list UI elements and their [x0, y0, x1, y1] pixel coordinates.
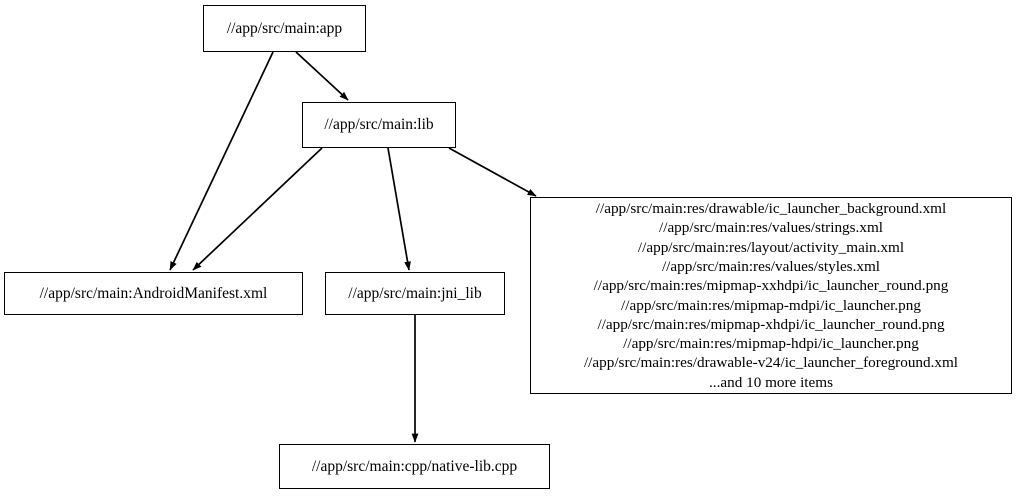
node-resources-more-items: ...and 10 more items [708, 373, 833, 391]
node-android-manifest-label: //app/src/main:AndroidManifest.xml [39, 284, 268, 302]
edge-lib-to-jni-lib [387, 147, 411, 271]
node-app-label: //app/src/main:app [226, 19, 343, 37]
node-resources-line: //app/src/main:res/drawable-v24/ic_launc… [583, 354, 959, 372]
node-jni-lib-label: //app/src/main:jni_lib [348, 284, 482, 302]
node-resources-line: //app/src/main:res/layout/activity_main.… [637, 238, 905, 256]
node-native-lib[interactable]: //app/src/main:cpp/native-lib.cpp [279, 444, 550, 489]
edge-lib-to-manifest [192, 147, 323, 271]
node-resources[interactable]: //app/src/main:res/drawable/ic_launcher_… [530, 197, 1012, 394]
node-resources-line: //app/src/main:res/values/styles.xml [661, 257, 881, 275]
edge-app-to-manifest [169, 51, 274, 271]
node-lib-label: //app/src/main:lib [324, 116, 434, 134]
node-android-manifest[interactable]: //app/src/main:AndroidManifest.xml [4, 272, 303, 315]
node-jni-lib[interactable]: //app/src/main:jni_lib [325, 272, 505, 315]
node-resources-line: //app/src/main:res/mipmap-hdpi/ic_launch… [623, 335, 919, 353]
node-resources-line: //app/src/main:res/mipmap-xxhdpi/ic_laun… [593, 277, 949, 295]
node-resources-line: //app/src/main:res/mipmap-mdpi/ic_launch… [621, 296, 921, 314]
edge-lib-to-resources [448, 147, 537, 197]
node-resources-line: //app/src/main:res/values/strings.xml [659, 219, 883, 237]
node-app[interactable]: //app/src/main:app [203, 5, 366, 52]
edge-app-to-lib [295, 51, 349, 101]
node-lib[interactable]: //app/src/main:lib [302, 102, 456, 148]
node-native-lib-label: //app/src/main:cpp/native-lib.cpp [311, 457, 518, 475]
node-resources-line: //app/src/main:res/drawable/ic_launcher_… [595, 200, 947, 218]
node-resources-line: //app/src/main:res/mipmap-xhdpi/ic_launc… [597, 315, 945, 333]
